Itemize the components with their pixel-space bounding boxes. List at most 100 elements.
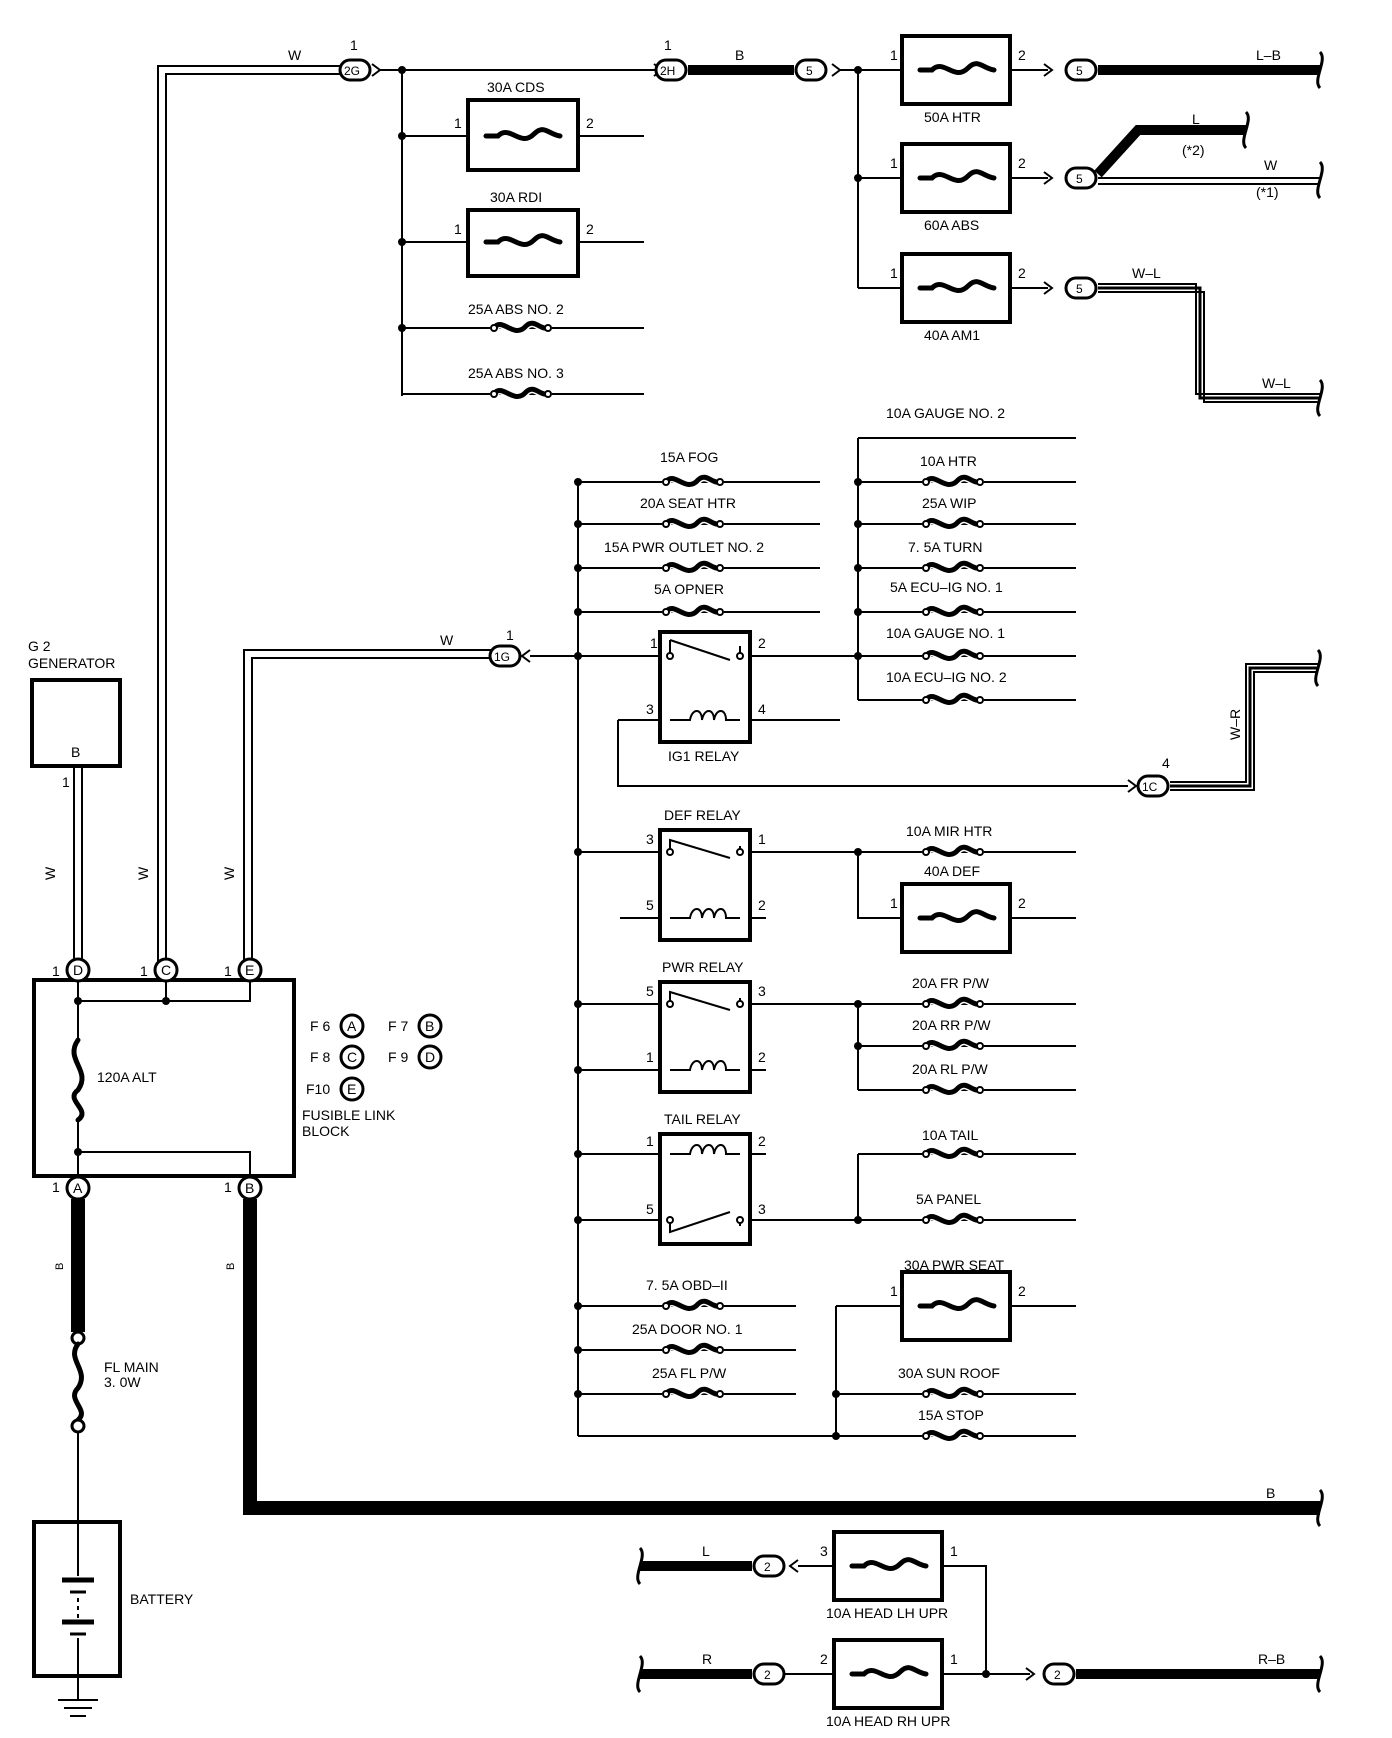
- wire-color-wl-bottom: W–L: [1262, 375, 1291, 391]
- svg-text:1: 1: [224, 1179, 232, 1195]
- connector-2h: 1 2H: [653, 37, 688, 82]
- wire-color-wr: W–R: [1227, 709, 1243, 740]
- note-2: (*2): [1182, 142, 1205, 158]
- svg-text:1: 1: [650, 635, 658, 651]
- svg-text:5A PANEL: 5A PANEL: [916, 1191, 981, 1207]
- svg-text:30A PWR SEAT: 30A PWR SEAT: [904, 1257, 1005, 1273]
- svg-text:1: 1: [454, 115, 462, 131]
- svg-text:3: 3: [646, 701, 654, 717]
- svg-text:15A FOG: 15A FOG: [660, 449, 718, 465]
- fusible-link-label-1: FUSIBLE LINK: [302, 1107, 396, 1123]
- fuse-20a-fr-pw: 20A FR P/W: [854, 975, 990, 1011]
- fuse-15a-stop: 15A STOP: [918, 1407, 984, 1443]
- svg-text:20A RR P/W: 20A RR P/W: [912, 1017, 991, 1033]
- ref-f10: F10: [306, 1081, 330, 1097]
- generator-name: GENERATOR: [28, 655, 115, 671]
- svg-text:25A WIP: 25A WIP: [922, 495, 976, 511]
- svg-text:2: 2: [1018, 1283, 1026, 1299]
- svg-text:5A OPNER: 5A OPNER: [654, 581, 724, 597]
- block-pin-c: 1 C: [140, 957, 179, 983]
- generator-terminal: B: [71, 744, 80, 760]
- wire-color-b-a: B: [54, 1263, 66, 1270]
- svg-text:2: 2: [1054, 1668, 1061, 1682]
- svg-text:5: 5: [806, 64, 813, 78]
- svg-text:5: 5: [646, 1201, 654, 1217]
- head-rh-circuit: R 2 2 1 10A HEAD RH UPR 2 R–B: [636, 1638, 1324, 1729]
- svg-text:PWR RELAY: PWR RELAY: [662, 959, 744, 975]
- svg-text:5: 5: [1076, 282, 1083, 296]
- fuse-50a-htr: 1 2 50A HTR: [890, 34, 1054, 125]
- fuse-5a-panel: 5A PANEL: [854, 1191, 984, 1227]
- generator: G 2 GENERATOR B 1: [28, 638, 122, 790]
- fuse-40a-def: 40A DEF 1 2: [857, 852, 1076, 954]
- pwr-relay: PWR RELAY 5 3 1 2: [574, 959, 1076, 1094]
- fuse-30a-pwr-seat: 30A PWR SEAT 1 2: [836, 1257, 1076, 1342]
- svg-text:20A FR P/W: 20A FR P/W: [912, 975, 990, 991]
- connector-1c: 4 1C: [1127, 755, 1170, 798]
- svg-text:10A TAIL: 10A TAIL: [922, 1127, 979, 1143]
- fuse-30a-sun-roof: 30A SUN ROOF: [832, 1365, 1076, 1401]
- fuse-7-5a-turn: 7. 5A TURN: [854, 539, 1076, 575]
- svg-text:2: 2: [586, 221, 594, 237]
- svg-text:TAIL RELAY: TAIL RELAY: [664, 1111, 741, 1127]
- fuse-25a-fl-pw: 25A FL P/W: [574, 1365, 796, 1401]
- fuse-25a-wip: 25A WIP: [854, 495, 1076, 531]
- svg-text:2: 2: [764, 1560, 771, 1574]
- svg-text:2G: 2G: [344, 64, 360, 78]
- svg-text:D: D: [73, 962, 83, 978]
- block-pin-b: 1 B: [224, 1175, 263, 1201]
- fuse-10a-head-lh-upr: 10A HEAD LH UPR: [826, 1605, 948, 1621]
- svg-text:40A DEF: 40A DEF: [924, 863, 980, 879]
- svg-text:2: 2: [758, 1049, 766, 1065]
- svg-text:4: 4: [1162, 755, 1170, 771]
- svg-text:A: A: [73, 1180, 83, 1196]
- fuse-15a-pwr-outlet: 15A PWR OUTLET NO. 2: [574, 539, 820, 575]
- svg-text:5: 5: [646, 983, 654, 999]
- svg-text:1: 1: [52, 963, 60, 979]
- svg-text:IG1 RELAY: IG1 RELAY: [668, 748, 740, 764]
- svg-text:1: 1: [950, 1651, 958, 1667]
- svg-text:1: 1: [224, 963, 232, 979]
- svg-text:1: 1: [758, 831, 766, 847]
- svg-text:1: 1: [350, 37, 358, 53]
- svg-text:10A ECU–IG NO. 2: 10A ECU–IG NO. 2: [886, 669, 1007, 685]
- svg-text:2: 2: [758, 635, 766, 651]
- svg-text:15A STOP: 15A STOP: [918, 1407, 984, 1423]
- block-pin-a: 1 A: [52, 1175, 91, 1201]
- svg-text:1: 1: [646, 1049, 654, 1065]
- connector-1g: 1 1G: [488, 627, 531, 668]
- fuse-20a-seat-htr: 20A SEAT HTR: [574, 495, 820, 531]
- fuse-10a-gauge-1: 10A GAUGE NO. 1: [886, 625, 1005, 641]
- ref-f7: F 7: [388, 1018, 408, 1034]
- connector-5-am1: 5: [1064, 276, 1098, 300]
- fuse-20a-rl-pw: 20A RL P/W: [858, 1061, 1076, 1097]
- svg-text:2: 2: [764, 1668, 771, 1682]
- ref-f9: F 9: [388, 1049, 408, 1065]
- svg-text:5: 5: [1076, 172, 1083, 186]
- fuse-60a-abs: 1 2 60A ABS: [854, 142, 1054, 233]
- svg-text:DEF RELAY: DEF RELAY: [664, 807, 741, 823]
- generator-box: [30, 678, 122, 768]
- svg-text:10A HTR: 10A HTR: [920, 453, 977, 469]
- ref-letter-b: B: [425, 1018, 434, 1034]
- svg-text:30A SUN ROOF: 30A SUN ROOF: [898, 1365, 1000, 1381]
- alt-fuse-label: 120A ALT: [97, 1069, 157, 1085]
- fuse-10a-tail: 10A TAIL: [922, 1127, 984, 1161]
- svg-text:1: 1: [890, 895, 898, 911]
- svg-text:25A ABS NO. 3: 25A ABS NO. 3: [468, 365, 564, 381]
- ref-letter-d: D: [425, 1049, 435, 1065]
- fuse-25a-abs-3: 25A ABS NO. 3: [402, 365, 644, 401]
- battery-circuit: B FL MAIN 3. 0W BATTERY: [32, 1199, 194, 1717]
- svg-text:25A FL P/W: 25A FL P/W: [652, 1365, 727, 1381]
- svg-text:2: 2: [586, 115, 594, 131]
- wire-color-b-bottom: B: [1266, 1485, 1275, 1501]
- svg-text:1: 1: [890, 265, 898, 281]
- wire-color-w-top: W: [288, 47, 302, 63]
- svg-text:2: 2: [1018, 47, 1026, 63]
- wire-color-rb: R–B: [1258, 1651, 1285, 1667]
- svg-text:3: 3: [758, 1201, 766, 1217]
- svg-text:2: 2: [758, 897, 766, 913]
- white-wires: [73, 65, 492, 963]
- fuse-20a-rr-pw: 20A RR P/W: [854, 1017, 1076, 1053]
